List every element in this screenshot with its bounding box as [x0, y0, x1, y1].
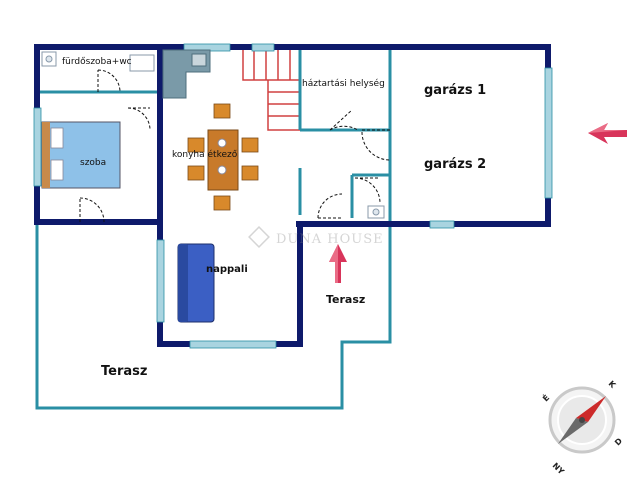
room-label-bathroom: fürdőszoba+wc: [62, 57, 132, 67]
room-label-garage-1: garázs 1: [424, 83, 486, 98]
entrance-arrow-right: [588, 123, 627, 144]
room-label-kitchen: konyha étkező: [172, 149, 238, 160]
room-label-garage-2: garázs 2: [424, 157, 486, 172]
sofa: [177, 243, 215, 323]
compass-letter-south: D: [613, 436, 624, 447]
bathroom-fixtures: [41, 51, 385, 219]
watermark: DUNA HOUSE: [248, 226, 384, 248]
compass-letter-west: NY: [551, 461, 566, 476]
terrace-large-outline: [35, 222, 392, 410]
windows: [33, 43, 553, 349]
room-labels: fürdőszoba+wc szoba konyha étkező háztar…: [62, 57, 486, 379]
room-label-bedroom: szoba: [80, 158, 106, 168]
bed: [41, 121, 121, 189]
room-label-living: nappali: [206, 264, 248, 275]
room-label-utility: háztartási helység: [302, 78, 385, 89]
compass: É K D NY: [540, 379, 625, 476]
room-label-terrace-small: Terasz: [326, 293, 365, 306]
room-label-terrace-large: Terasz: [101, 364, 147, 379]
staircase: [242, 48, 301, 131]
watermark-text: DUNA HOUSE: [276, 232, 384, 247]
kitchen-counter: [162, 49, 211, 99]
compass-letter-east: K: [607, 379, 618, 390]
entrance-arrow-down: [329, 244, 347, 283]
compass-letter-north: É: [540, 392, 552, 404]
doors: [79, 69, 391, 223]
dining-set: [187, 103, 259, 211]
